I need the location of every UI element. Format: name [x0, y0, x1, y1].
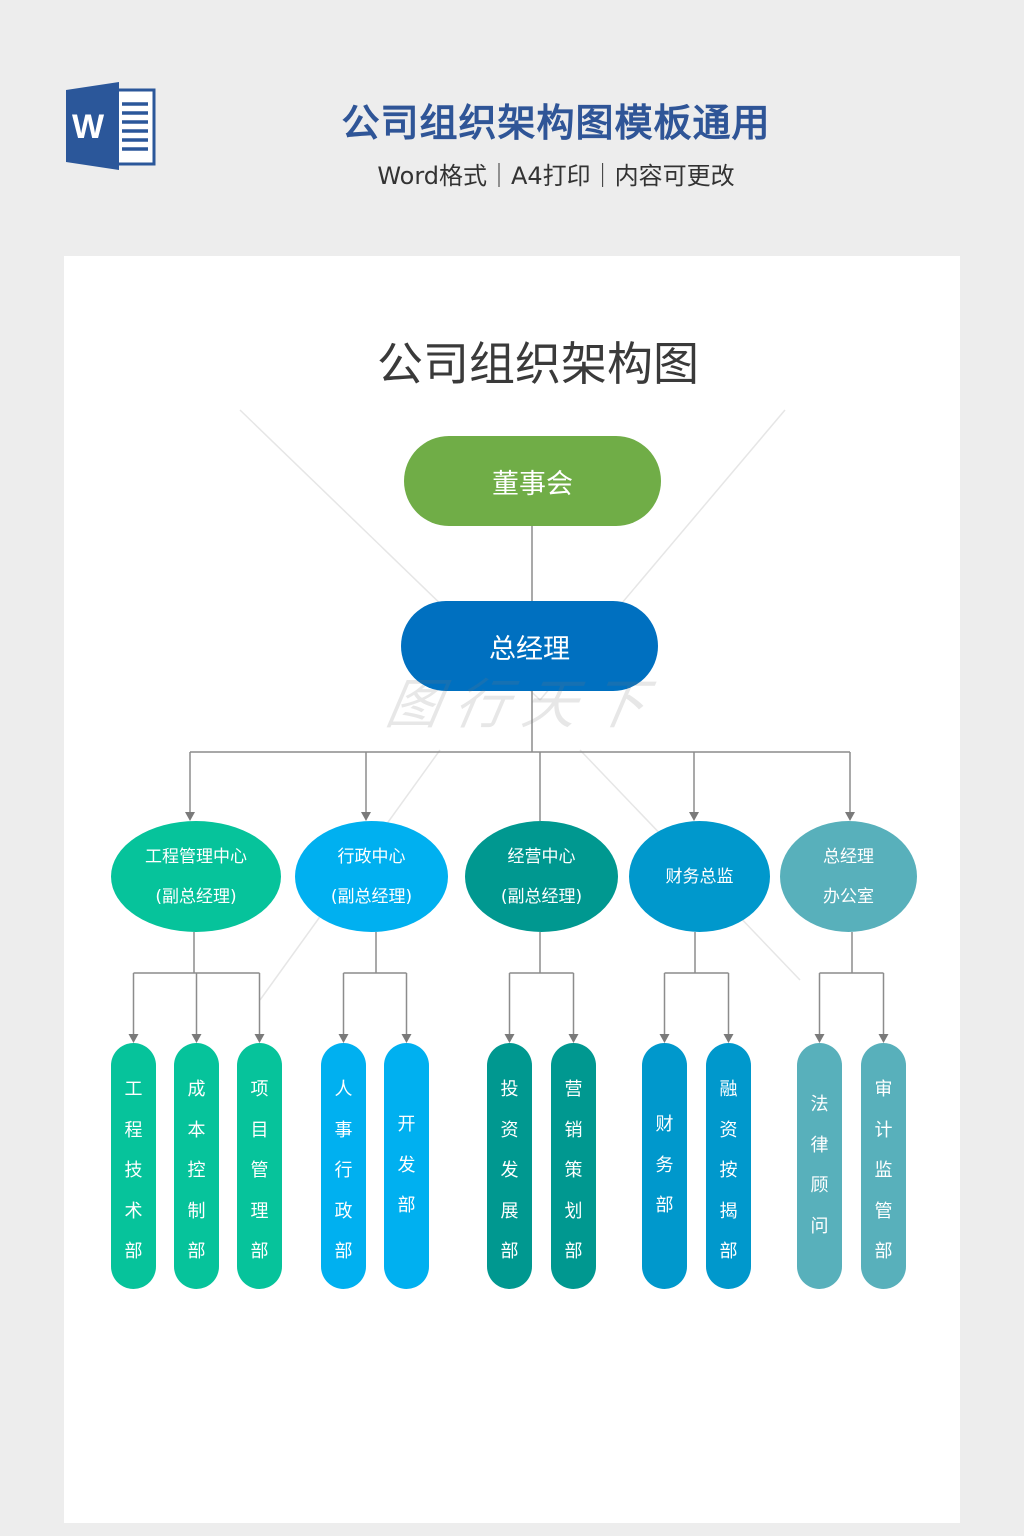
department-char: 政: [334, 1200, 353, 1222]
general-manager-label: 总经理: [489, 633, 570, 665]
department-char: 部: [874, 1241, 893, 1262]
department-pill[interactable]: 项目管理部: [237, 1043, 282, 1289]
center-sublabel: (副总经理): [155, 886, 237, 907]
center-sublabel: 办公室: [823, 886, 874, 907]
department-char: 部: [250, 1241, 269, 1262]
center-node[interactable]: 经营中心 (副总经理): [465, 821, 618, 932]
center-node[interactable]: 财务总监: [629, 821, 770, 932]
department-char: 管: [250, 1160, 269, 1181]
department-pill[interactable]: 成本控制部: [174, 1043, 219, 1289]
department-pill[interactable]: 审计监管部: [861, 1043, 906, 1289]
department-pill[interactable]: 工程技术部: [111, 1043, 156, 1289]
department-char: 术: [124, 1200, 143, 1222]
department-char: 目: [250, 1119, 269, 1141]
department-char: 律: [810, 1134, 829, 1156]
department-char: 行: [334, 1160, 353, 1181]
department-char: 财: [655, 1114, 674, 1136]
department-char: 划: [564, 1200, 583, 1222]
department-char: 销: [564, 1119, 583, 1141]
board-label: 董事会: [492, 468, 573, 500]
department-char: 成: [187, 1079, 206, 1100]
department-char: 管: [874, 1200, 893, 1222]
department-char: 投: [500, 1079, 519, 1100]
department-char: 揭: [719, 1200, 738, 1222]
department-char: 事: [334, 1119, 353, 1141]
center-label: 总经理: [823, 846, 874, 867]
department-char: 部: [397, 1195, 416, 1217]
department-char: 资: [500, 1119, 519, 1141]
department-pill[interactable]: 投资发展部: [487, 1043, 532, 1289]
department-char: 部: [655, 1195, 674, 1217]
department-char: 部: [334, 1241, 353, 1262]
department-char: 发: [397, 1154, 416, 1176]
svg-text:W: W: [72, 108, 105, 146]
department-char: 本: [187, 1119, 206, 1141]
department-char: 营: [564, 1079, 583, 1100]
board-node[interactable]: 董事会: [404, 436, 661, 526]
department-char: 按: [719, 1160, 738, 1181]
center-label: 财务总监: [665, 866, 734, 887]
department-char: 部: [564, 1241, 583, 1262]
page-title: 公司组织架构图模板通用: [341, 101, 771, 145]
center-node[interactable]: 行政中心 (副总经理): [295, 821, 448, 932]
department-char: 展: [500, 1200, 519, 1222]
department-pill[interactable]: 营销策划部: [551, 1043, 596, 1289]
document-title: 公司组织架构图: [377, 337, 699, 391]
department-char: 部: [124, 1241, 143, 1262]
department-pill[interactable]: 法律顾问: [797, 1043, 842, 1289]
page-subtitle: Word格式｜A4打印｜内容可更改: [377, 162, 735, 190]
department-char: 技: [124, 1160, 143, 1181]
department-char: 策: [564, 1160, 583, 1181]
center-label: 行政中心: [337, 846, 406, 867]
department-char: 发: [500, 1160, 519, 1181]
center-node[interactable]: 总经理办公室: [780, 821, 917, 932]
department-char: 部: [719, 1241, 738, 1262]
department-char: 制: [187, 1200, 206, 1222]
department-char: 程: [124, 1119, 143, 1141]
department-char: 资: [719, 1119, 738, 1141]
department-char: 部: [187, 1241, 206, 1262]
center-sublabel: (副总经理): [330, 886, 413, 907]
department-char: 计: [874, 1119, 893, 1141]
general-manager-node[interactable]: 总经理: [401, 601, 658, 691]
center-label: 经营中心: [507, 846, 576, 867]
department-char: 问: [810, 1215, 829, 1237]
department-pill[interactable]: 融资按揭部: [706, 1043, 751, 1289]
department-char: 工: [124, 1079, 143, 1100]
department-char: 理: [250, 1200, 269, 1222]
department-char: 人: [334, 1079, 353, 1100]
department-char: 监: [874, 1160, 893, 1181]
department-pill[interactable]: 财务部: [642, 1043, 687, 1289]
word-document-icon: W: [66, 82, 156, 170]
department-char: 部: [500, 1241, 519, 1262]
department-pill[interactable]: 开发部: [384, 1043, 429, 1289]
department-char: 法: [810, 1094, 829, 1115]
department-char: 控: [187, 1160, 206, 1181]
department-char: 项: [250, 1079, 269, 1100]
department-char: 融: [719, 1079, 738, 1100]
center-label: 工程管理中心: [145, 846, 247, 867]
department-char: 务: [655, 1154, 674, 1176]
center-sublabel: (副总经理): [500, 886, 583, 907]
department-pill[interactable]: 人事行政部: [321, 1043, 366, 1289]
center-node[interactable]: 工程管理中心 (副总经理): [111, 821, 281, 932]
department-char: 审: [874, 1079, 893, 1100]
department-char: 开: [397, 1114, 416, 1136]
department-char: 顾: [810, 1175, 829, 1196]
